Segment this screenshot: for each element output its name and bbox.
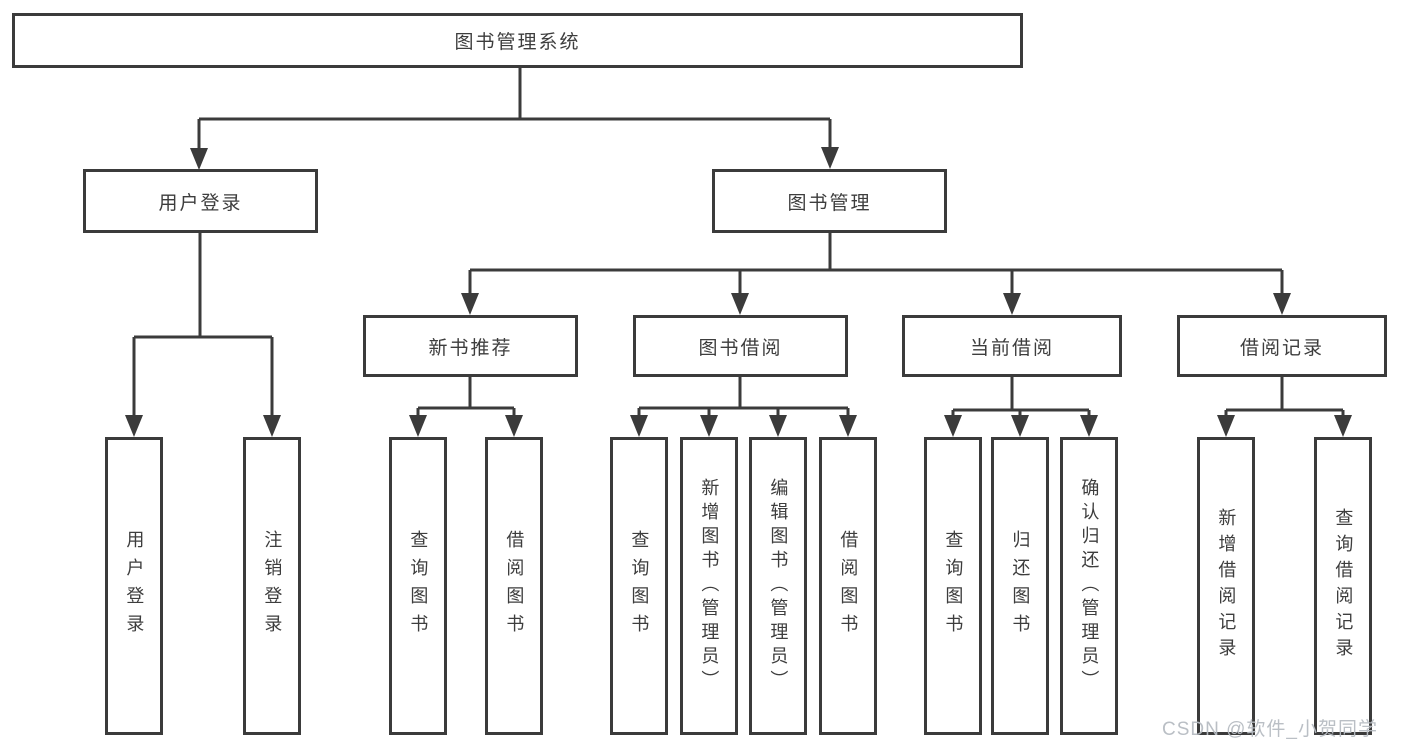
node-user-login: 用户登录 [83, 169, 318, 233]
leaf-user-login: 用户登录 [105, 437, 163, 735]
csdn-watermark: CSDN @软件_小贺同学 [1162, 719, 1378, 740]
leaf-borrow-book-recommend-label: 借阅图书 [504, 530, 525, 642]
node-borrowing-records: 借阅记录 [1177, 315, 1387, 377]
leaf-query-book-borrowing-label: 查询图书 [629, 530, 650, 642]
leaf-query-book-recommend: 查询图书 [389, 437, 447, 735]
leaf-logout: 注销登录 [243, 437, 301, 735]
node-book-borrowing: 图书借阅 [633, 315, 848, 377]
leaf-borrow-book-borrowing-label: 借阅图书 [838, 530, 859, 642]
leaf-return-book-label: 归还图书 [1010, 530, 1031, 642]
leaf-add-book-admin-label: 新增图书（管理员） [699, 478, 720, 694]
node-library-management-system: 图书管理系统 [12, 13, 1023, 68]
leaf-edit-book-admin: 编辑图书（管理员） [749, 437, 807, 735]
leaf-borrow-book-recommend: 借阅图书 [485, 437, 543, 735]
leaf-logout-label: 注销登录 [262, 530, 283, 642]
leaf-return-book: 归还图书 [991, 437, 1049, 735]
leaf-query-book-borrowing: 查询图书 [610, 437, 668, 735]
leaf-query-book-current-label: 查询图书 [943, 530, 964, 642]
leaf-add-book-admin: 新增图书（管理员） [680, 437, 738, 735]
node-new-book-recommendation: 新书推荐 [363, 315, 578, 377]
leaf-edit-book-admin-label: 编辑图书（管理员） [768, 478, 789, 694]
leaf-confirm-return-admin: 确认归还（管理员） [1060, 437, 1118, 735]
leaf-add-borrow-record: 新增借阅记录 [1197, 437, 1255, 735]
leaf-query-borrow-record-label: 查询借阅记录 [1333, 508, 1354, 664]
node-current-borrowing: 当前借阅 [902, 315, 1122, 377]
node-book-management: 图书管理 [712, 169, 947, 233]
leaf-borrow-book-borrowing: 借阅图书 [819, 437, 877, 735]
leaf-query-book-recommend-label: 查询图书 [408, 530, 429, 642]
leaf-confirm-return-admin-label: 确认归还（管理员） [1079, 478, 1100, 694]
leaf-user-login-label: 用户登录 [124, 530, 145, 642]
leaf-add-borrow-record-label: 新增借阅记录 [1216, 508, 1237, 664]
leaf-query-book-current: 查询图书 [924, 437, 982, 735]
leaf-query-borrow-record: 查询借阅记录 [1314, 437, 1372, 735]
